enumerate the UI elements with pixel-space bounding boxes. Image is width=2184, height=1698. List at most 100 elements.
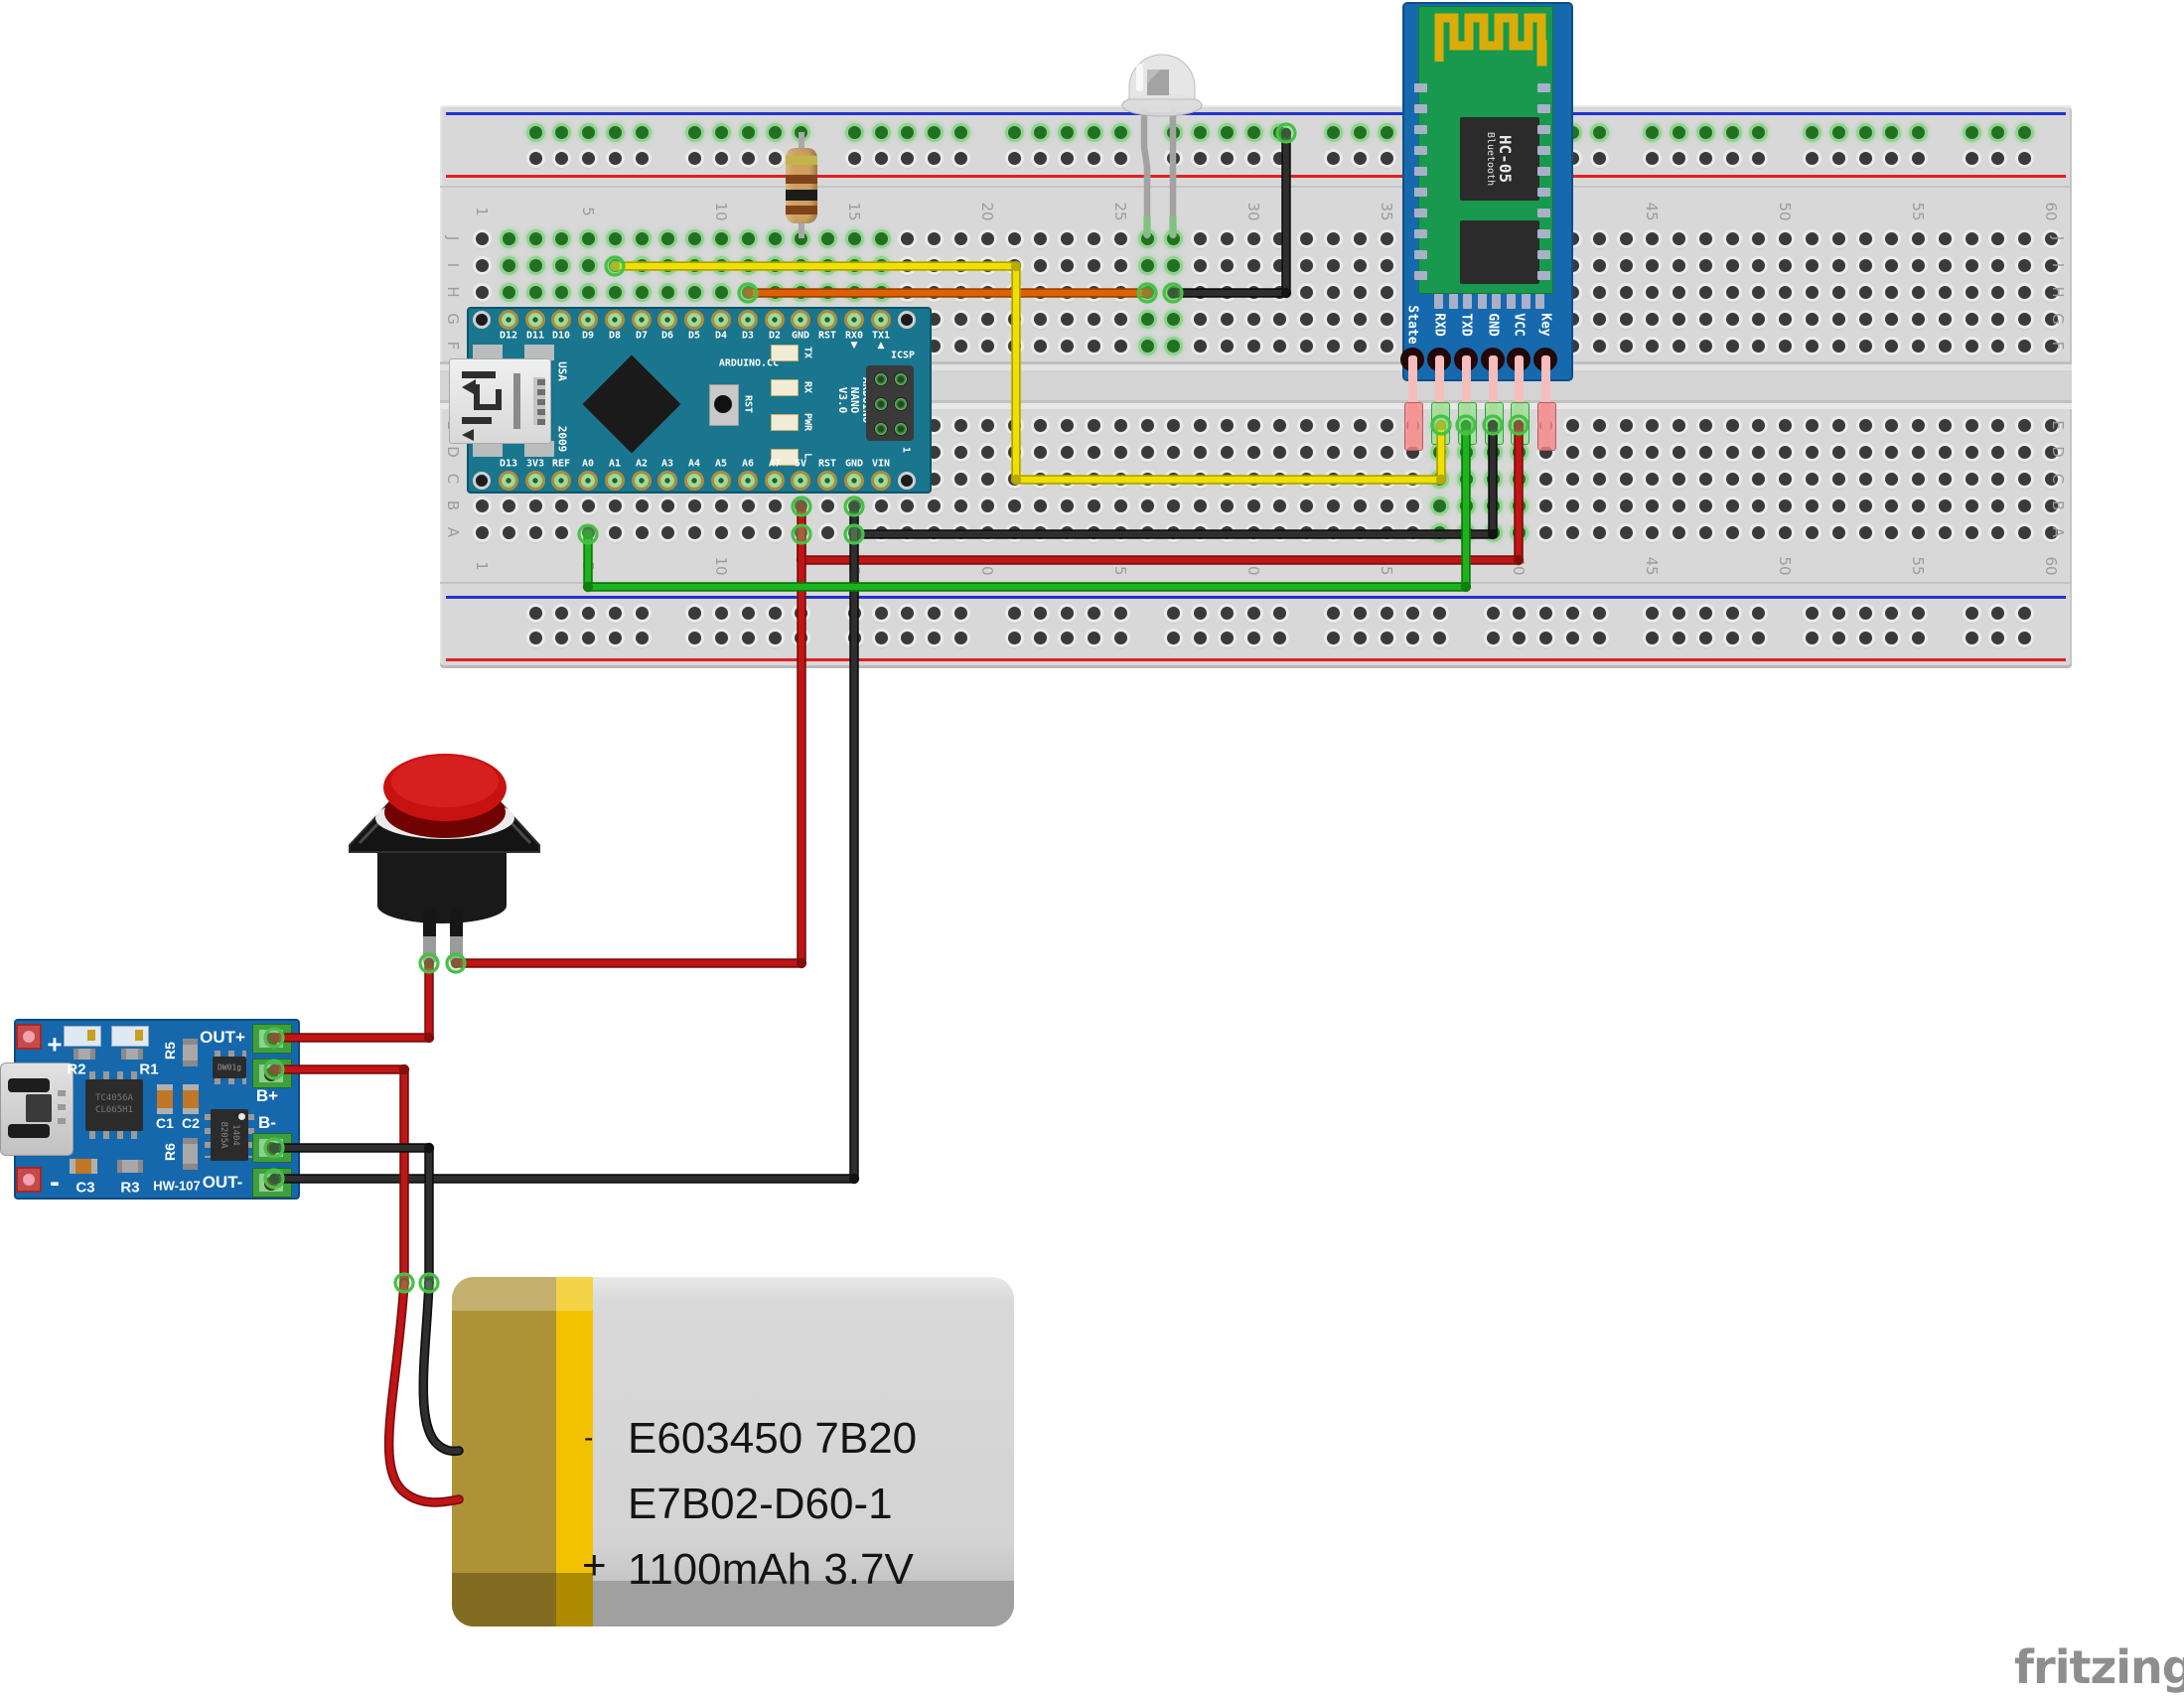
breadboard-hole[interactable] <box>1140 312 1154 326</box>
breadboard-hole[interactable] <box>1299 312 1313 326</box>
breadboard-hole[interactable] <box>1140 258 1154 272</box>
breadboard-hole[interactable] <box>1858 151 1872 165</box>
breadboard-hole[interactable] <box>1060 631 1074 644</box>
breadboard-hole[interactable] <box>1672 631 1685 644</box>
breadboard-hole[interactable] <box>1831 125 1845 139</box>
connection-ring[interactable] <box>393 1272 415 1294</box>
breadboard-hole[interactable] <box>528 606 542 620</box>
breadboard-hole[interactable] <box>1645 498 1659 512</box>
breadboard-hole[interactable] <box>1858 125 1872 139</box>
breadboard-hole[interactable] <box>1592 312 1606 326</box>
breadboard-hole[interactable] <box>927 498 941 512</box>
breadboard-hole[interactable] <box>1831 231 1845 245</box>
breadboard-hole[interactable] <box>608 498 622 512</box>
wire-black-gnd-to-outminus-joint[interactable] <box>848 1173 860 1185</box>
breadboard-hole[interactable] <box>741 151 755 165</box>
breadboard-hole[interactable] <box>1565 445 1579 459</box>
breadboard-hole[interactable] <box>2017 285 2031 299</box>
breadboard-hole[interactable] <box>1672 606 1685 620</box>
breadboard-hole[interactable] <box>1884 258 1898 272</box>
breadboard-hole[interactable] <box>1751 606 1765 620</box>
breadboard-hole[interactable] <box>554 231 568 245</box>
connection-ring[interactable] <box>791 495 812 517</box>
breadboard-hole[interactable] <box>2017 258 2031 272</box>
breadboard-hole[interactable] <box>1965 125 1978 139</box>
breadboard-hole[interactable] <box>1033 258 1047 272</box>
breadboard-hole[interactable] <box>2017 418 2031 432</box>
breadboard-hole[interactable] <box>1220 418 1234 432</box>
breadboard-hole[interactable] <box>1858 312 1872 326</box>
breadboard-hole[interactable] <box>1858 498 1872 512</box>
breadboard-hole[interactable] <box>900 231 914 245</box>
breadboard-hole[interactable] <box>1725 418 1739 432</box>
breadboard-hole[interactable] <box>1326 606 1340 620</box>
breadboard-hole[interactable] <box>2044 525 2058 539</box>
breadboard-hole[interactable] <box>581 631 595 644</box>
breadboard-hole[interactable] <box>1113 339 1127 353</box>
breadboard-hole[interactable] <box>1380 418 1393 432</box>
breadboard-hole[interactable] <box>1538 472 1552 486</box>
breadboard-hole[interactable] <box>1725 606 1739 620</box>
breadboard-hole[interactable] <box>687 231 701 245</box>
breadboard-hole[interactable] <box>900 125 914 139</box>
wire-red-5v-to-vcc-joint[interactable] <box>1513 554 1525 566</box>
breadboard-hole[interactable] <box>1698 312 1712 326</box>
breadboard-hole[interactable] <box>554 125 568 139</box>
breadboard-hole[interactable] <box>1087 445 1100 459</box>
breadboard-hole[interactable] <box>1592 498 1606 512</box>
breadboard-hole[interactable] <box>608 525 622 539</box>
icsp-pin[interactable] <box>874 422 888 436</box>
breadboard-hole[interactable] <box>2017 525 2031 539</box>
breadboard-hole[interactable] <box>953 445 967 459</box>
breadboard-hole[interactable] <box>1805 472 1819 486</box>
hc05-pin-leg-state[interactable] <box>1407 355 1417 447</box>
breadboard-hole[interactable] <box>741 498 755 512</box>
breadboard-hole[interactable] <box>1965 231 1978 245</box>
breadboard-hole[interactable] <box>2044 258 2058 272</box>
nano-pin-d5[interactable] <box>684 310 704 330</box>
wire-yellow-d8-to-rxd-joint[interactable] <box>1435 419 1447 431</box>
breadboard-hole[interactable] <box>1299 339 1313 353</box>
wire-red-5v-to-button-joint[interactable] <box>450 957 462 969</box>
breadboard-hole[interactable] <box>528 151 542 165</box>
nano-pin-5v[interactable] <box>791 471 810 491</box>
breadboard-hole[interactable] <box>1911 418 1925 432</box>
breadboard-hole[interactable] <box>1725 231 1739 245</box>
breadboard-hole[interactable] <box>1965 418 1978 432</box>
breadboard-hole[interactable] <box>1778 498 1792 512</box>
breadboard-hole[interactable] <box>608 285 622 299</box>
connection-ring[interactable] <box>263 1168 285 1190</box>
breadboard-hole[interactable] <box>874 631 888 644</box>
breadboard-hole[interactable] <box>768 231 782 245</box>
breadboard-hole[interactable] <box>1140 339 1154 353</box>
breadboard-hole[interactable] <box>1193 125 1207 139</box>
breadboard-hole[interactable] <box>1884 472 1898 486</box>
breadboard-hole[interactable] <box>1087 498 1100 512</box>
breadboard-hole[interactable] <box>502 498 515 512</box>
breadboard-hole[interactable] <box>714 631 728 644</box>
breadboard-hole[interactable] <box>980 312 994 326</box>
breadboard-hole[interactable] <box>687 125 701 139</box>
icsp-pin[interactable] <box>874 372 888 386</box>
breadboard-hole[interactable] <box>528 525 542 539</box>
breadboard-hole[interactable] <box>1193 151 1207 165</box>
breadboard-hole[interactable] <box>1725 339 1739 353</box>
breadboard-hole[interactable] <box>1272 631 1286 644</box>
breadboard-hole[interactable] <box>1166 418 1180 432</box>
breadboard-hole[interactable] <box>1140 418 1154 432</box>
breadboard-hole[interactable] <box>1033 339 1047 353</box>
breadboard-hole[interactable] <box>1380 606 1393 620</box>
breadboard-hole[interactable] <box>714 151 728 165</box>
breadboard-hole[interactable] <box>1831 498 1845 512</box>
breadboard-hole[interactable] <box>1938 231 1952 245</box>
icsp-pin[interactable] <box>894 397 908 411</box>
breadboard-hole[interactable] <box>1751 445 1765 459</box>
breadboard-hole[interactable] <box>1938 525 1952 539</box>
breadboard-hole[interactable] <box>475 285 489 299</box>
breadboard-hole[interactable] <box>1432 631 1446 644</box>
breadboard-hole[interactable] <box>1965 525 1978 539</box>
breadboard-hole[interactable] <box>1990 472 2004 486</box>
breadboard-hole[interactable] <box>1432 606 1446 620</box>
breadboard-hole[interactable] <box>687 606 701 620</box>
breadboard-hole[interactable] <box>1087 151 1100 165</box>
